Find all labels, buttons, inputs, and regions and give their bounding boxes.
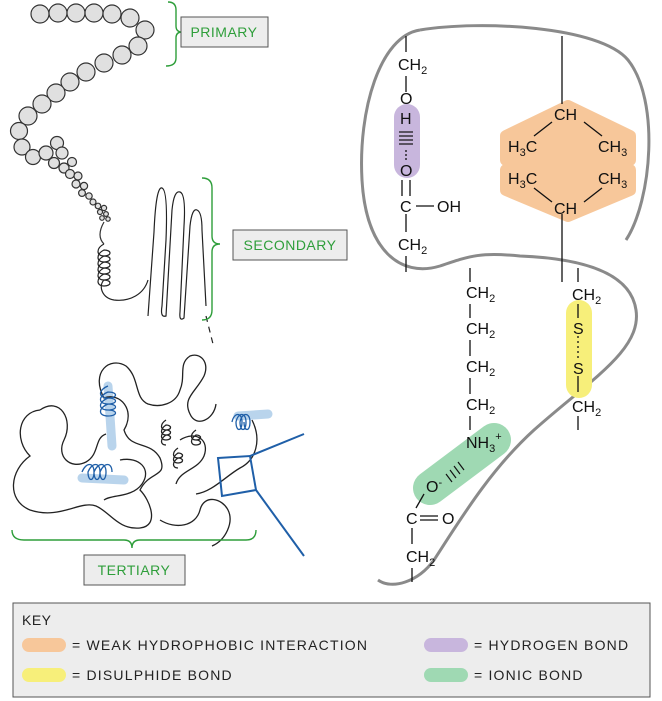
c-atom-carboxyl: C <box>400 199 412 216</box>
bonding-region-outline <box>360 28 638 586</box>
nh3-plus: NH3+ <box>466 431 502 455</box>
tertiary-bracket <box>11 529 257 549</box>
hydrophobic-highlight-top <box>500 100 636 166</box>
ch3-bottom: CH3 <box>598 171 627 191</box>
tertiary-label: TERTIARY <box>98 562 171 578</box>
o-atom-upper: O <box>400 91 412 108</box>
c-atom-mid: C <box>406 511 418 528</box>
key-label-ionic: = IONIC BOND <box>474 667 584 683</box>
ch3-top: CH3 <box>598 139 627 159</box>
primary-bead-chain <box>9 3 155 222</box>
secondary-label: SECONDARY <box>244 237 337 253</box>
bonding-region-outline-top <box>419 24 651 241</box>
key-panel: KEY = WEAK HYDROPHOBIC INTERACTION = HYD… <box>12 602 651 698</box>
key-box <box>12 602 651 698</box>
ch2-mid-bottom: CH2 <box>406 549 435 569</box>
ch2-disulphide-bottom: CH2 <box>572 399 601 419</box>
key-swatch-disulphide <box>22 668 66 682</box>
ch2-mid-4: CH2 <box>466 397 495 417</box>
primary-bracket <box>165 1 183 67</box>
primary-chain-tail <box>99 221 105 245</box>
key-label-hydrogen: = HYDROGEN BOND <box>474 637 629 653</box>
key-label-disulphide: = DISULPHIDE BOND <box>72 667 233 683</box>
secondary-beta-sheet <box>147 187 207 320</box>
ch2-left-mid: CH2 <box>398 237 427 257</box>
disulphide-highlight <box>566 300 592 398</box>
h3c-bottom: H3C <box>508 171 537 191</box>
key-label-hydrophobic: = WEAK HYDROPHOBIC INTERACTION <box>72 637 368 653</box>
hydrogen-bond-dashes <box>399 131 413 145</box>
ch-bottom: CH <box>554 201 577 218</box>
primary-label: PRIMARY <box>190 24 257 40</box>
secondary-dashed-extension <box>205 315 215 349</box>
ionic-bond-highlight <box>413 423 511 505</box>
key-swatch-hydrogen <box>424 638 468 652</box>
o-atom-lower: O <box>400 163 412 180</box>
tertiary-label-box <box>83 554 186 586</box>
zoom-indicator <box>216 433 305 557</box>
key-swatch-hydrophobic <box>22 638 66 652</box>
key-swatch-ionic <box>424 668 468 682</box>
secondary-alpha-helix <box>97 243 149 301</box>
o-minus: O- <box>426 477 442 496</box>
hydrophobic-highlight-bottom <box>500 164 636 222</box>
key-title: KEY <box>22 612 52 628</box>
hydrophobic-bonds <box>533 36 603 282</box>
oh-group: OH <box>437 199 461 216</box>
h3c-top: H3C <box>508 139 537 159</box>
ch2-mid-2: CH2 <box>466 321 495 341</box>
middle-chain-bonds <box>411 268 471 582</box>
tertiary-fold <box>12 354 258 547</box>
o-atom-mid: O <box>442 511 454 528</box>
ch-top: CH <box>554 107 577 124</box>
primary-label-box <box>180 16 269 48</box>
ch2-mid-1: CH2 <box>466 285 495 305</box>
s-atom-top: S <box>573 321 584 338</box>
s-atom-bottom: S <box>573 361 584 378</box>
hydrogen-bond-highlight <box>394 104 420 178</box>
left-top-chain <box>401 36 434 272</box>
ch2-mid-3: CH2 <box>466 359 495 379</box>
secondary-bracket <box>201 177 221 321</box>
ch2-disulphide-top: CH2 <box>572 287 601 307</box>
ionic-bond-dashes <box>445 461 465 483</box>
secondary-label-box <box>232 229 348 261</box>
ch2-top-left: CH2 <box>398 57 427 77</box>
h-atom: H <box>400 111 412 128</box>
